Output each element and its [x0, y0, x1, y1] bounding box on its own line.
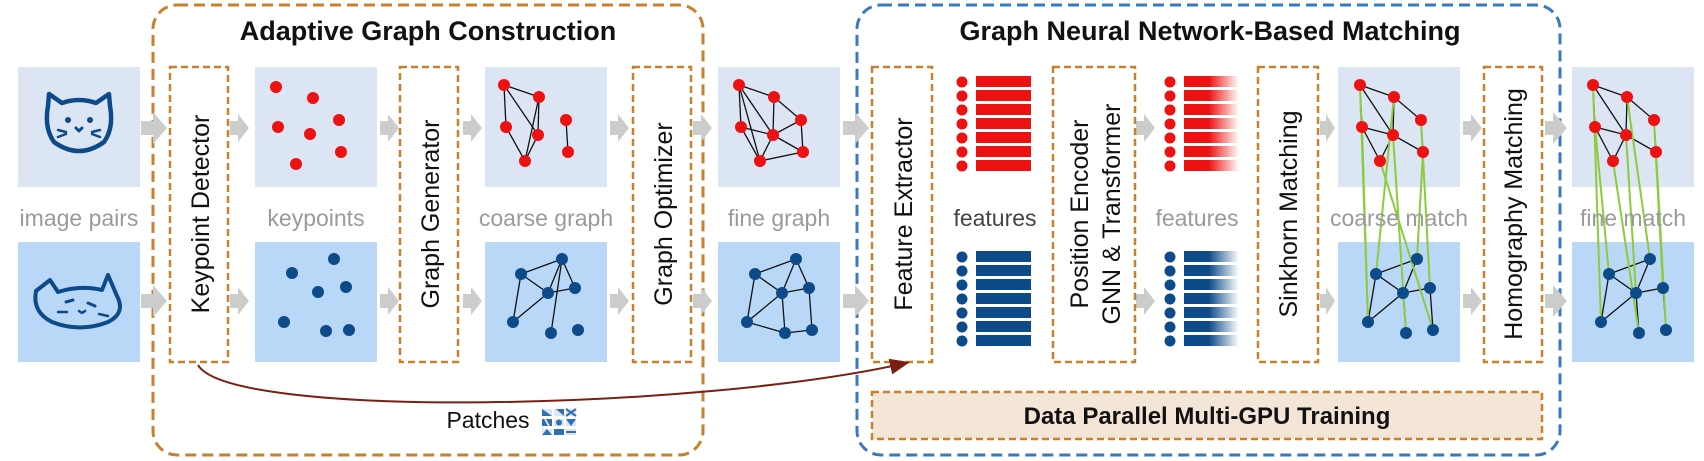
patches-curve-arrow	[197, 358, 910, 404]
caption-coarse-match: coarse match	[1330, 205, 1468, 231]
cat-icon	[44, 91, 114, 154]
features-red-2	[1164, 76, 1239, 172]
training-bar	[870, 390, 1544, 441]
features-red-1	[956, 76, 1031, 172]
sinkhorn-box	[1256, 65, 1320, 364]
position-encoder-box	[1051, 65, 1137, 364]
keypoints-bottom-panel	[255, 242, 377, 362]
coarse-graph-navy	[507, 253, 584, 339]
coarse-graph-red	[498, 79, 574, 167]
features-navy-1	[956, 251, 1031, 347]
graph-generator-box	[398, 65, 460, 364]
keypoint-detector-label: Keypoint Detector	[187, 115, 215, 314]
flow-arrows	[141, 112, 1567, 317]
patches-label: Patches	[446, 407, 529, 433]
gnn-matching-title: Graph Neural Network-Based Matching	[959, 16, 1460, 46]
caption-features-1: features	[953, 205, 1036, 231]
homography-label: Homography Matching	[1500, 88, 1528, 340]
adaptive-graph-frame	[151, 3, 705, 457]
fine-graph-navy	[741, 253, 818, 339]
gnn-transformer-label: GNN & Transformer	[1098, 104, 1126, 325]
image-pair-top-panel	[18, 67, 140, 187]
graph-optimizer-label: Graph Optimizer	[650, 122, 678, 305]
position-encoder-label: Position Encoder	[1066, 119, 1094, 308]
keypoint-detector-box	[168, 65, 230, 364]
caption-image-pairs: image pairs	[20, 205, 139, 231]
fine-match-bottom-panel	[1572, 242, 1694, 362]
training-label: Data Parallel Multi-GPU Training	[1024, 403, 1391, 430]
sinkhorn-label: Sinkhorn Matching	[1275, 110, 1303, 317]
navy-keypoints	[278, 253, 355, 337]
caption-fine-graph: fine graph	[728, 205, 830, 231]
fine-graph-bottom-panel	[718, 242, 840, 362]
adaptive-graph-title: Adaptive Graph Construction	[240, 16, 617, 46]
right-title-bg	[930, 10, 1490, 48]
patches-icon	[542, 408, 577, 435]
left-title-bg	[218, 10, 638, 48]
graph-generator-label: Graph Generator	[417, 120, 445, 309]
coarse-match	[1354, 79, 1439, 339]
fine-graph-red	[733, 79, 809, 167]
red-keypoints	[270, 81, 347, 170]
caption-features-2: features	[1155, 205, 1238, 231]
gnn-matching-frame	[855, 3, 1562, 457]
cat-sleeping-icon	[33, 273, 122, 330]
caption-fine-match: fine match	[1580, 205, 1686, 231]
fine-match	[1587, 79, 1672, 339]
homography-box	[1482, 65, 1544, 364]
graph-optimizer-box	[631, 65, 693, 364]
feature-extractor-label: Feature Extractor	[890, 117, 918, 310]
features-navy-2	[1164, 251, 1239, 347]
caption-coarse-graph: coarse graph	[479, 205, 613, 231]
caption-keypoints: keypoints	[267, 205, 364, 231]
coarse-match-bottom-panel	[1338, 242, 1460, 362]
coarse-graph-bottom-panel	[485, 242, 607, 362]
